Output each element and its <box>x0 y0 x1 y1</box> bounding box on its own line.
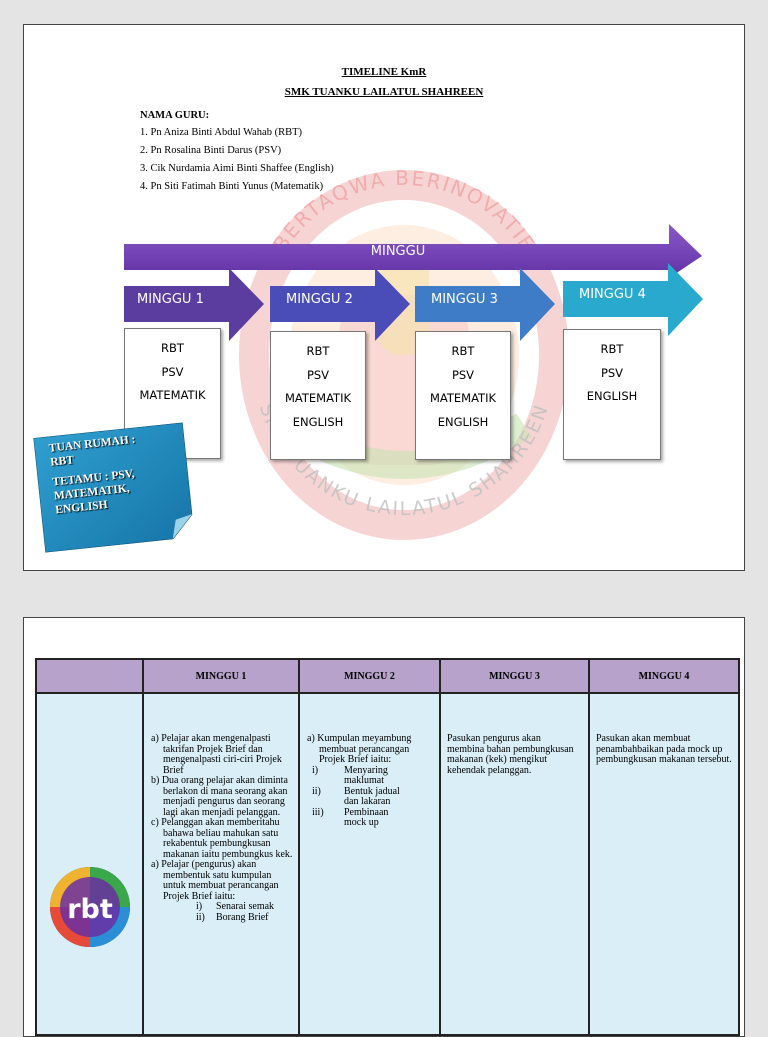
sub-list-item: ii)Borang Brief <box>196 911 269 923</box>
teacher-item: 3. Cik Nurdamia Aimi Binti Shaffee (Engl… <box>140 163 334 174</box>
subject-label: ENGLISH <box>437 414 489 429</box>
subject-label: MATEMATIK <box>429 391 497 405</box>
teacher-item: 1. Pn Aniza Binti Abdul Wahab (RBT) <box>140 127 302 138</box>
subject-label: ENGLISH <box>586 389 638 403</box>
minggu-3-cell: Pasukan pengurus akan membina bahan pemb… <box>439 692 590 1036</box>
activity-text: Pasukan pengurus akan membina bahan pemb… <box>447 733 574 776</box>
main-arrow-label: MINGGU <box>370 244 426 259</box>
week-2-subject-box: RBT PSV MATEMATIK ENGLISH <box>270 331 366 460</box>
sub-list-item: i)Menyaring maklumat <box>312 764 388 786</box>
subject-logo-cell: rbt <box>35 692 144 1036</box>
logo-text: rbt <box>67 894 113 925</box>
subject-label: PSV <box>306 367 330 382</box>
week-2-label: MINGGU 2 <box>286 292 353 307</box>
subject-label: RBT <box>161 341 184 355</box>
list-item: b) Dua orang pelajar akan diminta berlak… <box>151 775 288 818</box>
subject-label: PSV <box>451 367 475 382</box>
rbt-logo: rbt <box>49 867 130 947</box>
main-timeline-arrow <box>124 224 702 278</box>
teacher-item: 2. Pn Rosalina Binti Darus (PSV) <box>140 145 282 156</box>
timeline-page: BERTAQWA BERINOVATIF SMK TUANKU LAILATUL… <box>23 24 745 571</box>
teacher-list: NAMA GURU: 1. Pn Aniza Binti Abdul Wahab… <box>140 110 334 199</box>
header-minggu-3: MINGGU 3 <box>439 658 590 694</box>
minggu-2-cell: a) Kumpulan meyambung membuat perancanga… <box>298 692 441 1036</box>
school-name: SMK TUANKU LAILATUL SHAHREEN <box>284 86 484 98</box>
teacher-item: 4. Pn Siti Fatimah Binti Yunus (Matemati… <box>140 181 324 192</box>
subject-label: RBT <box>451 344 475 358</box>
subject-label: RBT <box>600 342 624 356</box>
subject-label: RBT <box>306 344 330 358</box>
list-item: c) Pelanggan akan memberitahu bahawa bel… <box>151 817 293 860</box>
list-item: a) Kumpulan meyambung membuat perancanga… <box>307 733 412 765</box>
sub-list-item: i)Senarai semak <box>196 901 275 912</box>
subject-label: MATEMATIK <box>284 391 352 405</box>
header-minggu-1: MINGGU 1 <box>142 658 300 694</box>
week-3-subject-box: RBT PSV MATEMATIK ENGLISH <box>415 331 511 460</box>
timeline-title: TIMELINE KmR <box>341 66 427 78</box>
subject-label: PSV <box>600 365 624 380</box>
subject-label: PSV <box>161 364 184 379</box>
week-1-label: MINGGU 1 <box>137 292 204 307</box>
minggu-4-cell: Pasukan akan membuat penambahbaikan pada… <box>588 692 740 1036</box>
week-4-subject-box: RBT PSV ENGLISH <box>563 329 661 460</box>
teacher-heading: NAMA GURU: <box>140 110 210 121</box>
header-minggu-2: MINGGU 2 <box>298 658 441 694</box>
table-header-row: MINGGU 1 MINGGU 2 MINGGU 3 MINGGU 4 <box>35 658 740 694</box>
week-3-arrow <box>415 268 555 341</box>
list-item: a) Pelajar akan mengenalpasti takrifan P… <box>151 733 282 776</box>
activity-text: Pasukan akan membuat penambahbaikan pada… <box>596 733 732 765</box>
week-2-arrow <box>270 268 410 341</box>
activity-table: MINGGU 1 MINGGU 2 MINGGU 3 MINGGU 4 rbt <box>35 658 740 1036</box>
activity-plan-page: MINGGU 1 MINGGU 2 MINGGU 3 MINGGU 4 rbt <box>23 617 745 1037</box>
sub-list-item: ii)Bentuk jadual dan lakaran <box>312 785 400 807</box>
header-minggu-4: MINGGU 4 <box>588 658 740 694</box>
subject-label: MATEMATIK <box>139 388 206 402</box>
minggu-1-cell: a) Pelajar akan mengenalpasti takrifan P… <box>142 692 300 1036</box>
list-item: a) Pelajar (pengurus) akan membentuk sat… <box>151 859 279 902</box>
subject-label: ENGLISH <box>292 414 344 429</box>
table-row: rbt a) Pelajar akan mengenalpasti takrif… <box>35 692 740 1036</box>
header-cell-empty <box>35 658 144 694</box>
week-4-arrow <box>563 263 703 336</box>
sub-list-item: iii)Pembinaan mock up <box>312 806 389 828</box>
sticky-note-text: TUAN RUMAH : RBT TETAMU : PSV, MATEMATIK… <box>48 433 142 518</box>
week-4-label: MINGGU 4 <box>579 287 646 302</box>
sticky-note <box>33 422 193 553</box>
week-1-arrow <box>124 268 264 341</box>
week-3-label: MINGGU 3 <box>431 292 498 307</box>
